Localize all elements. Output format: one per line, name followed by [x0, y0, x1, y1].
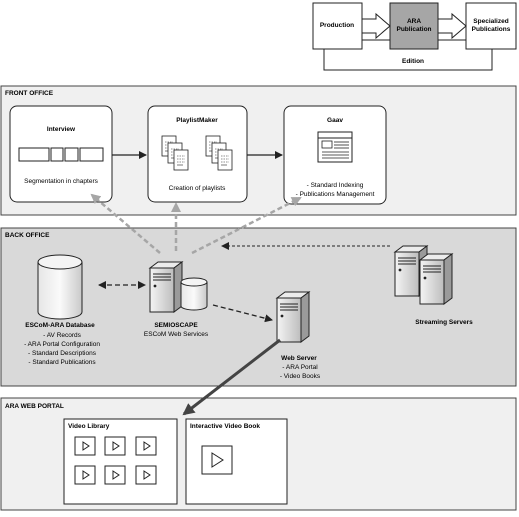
video-tile [74, 436, 96, 456]
semioscape-server-icon [149, 261, 208, 313]
video-library-title: Video Library [68, 423, 110, 430]
specialized-label-1: Specialized [473, 18, 508, 25]
front-office-title: FRONT OFFICE [5, 90, 54, 97]
publication-to-specialized-arrow [437, 12, 467, 40]
playlistmaker-title: PlaylistMaker [176, 117, 218, 124]
publication-label-2: Publication [396, 26, 431, 33]
video-library-box[interactable] [63, 418, 178, 505]
database-line-1: - AV Records [43, 332, 82, 339]
webserver-line-1: - ARA Portal [282, 364, 318, 371]
playlistmaker-box [147, 105, 248, 203]
webserver-line-2: - Video Books [280, 373, 321, 380]
specialized-box [465, 2, 517, 50]
gaav-line-2: - Publications Management [296, 191, 375, 198]
database-line-3: - Standard Descriptions [28, 350, 97, 357]
segment-bars [18, 147, 104, 162]
video-tile [74, 465, 96, 485]
database-title: ESCoM-ARA Database [25, 322, 95, 329]
interview-caption: Segmentation in chapters [24, 178, 98, 185]
web-portal-section: ARA WEB PORTAL Video Library Interactive… [0, 397, 517, 511]
service-arrows [90, 193, 302, 255]
interactive-book-title: Interactive Video Book [190, 423, 260, 430]
semioscape-title: SEMIOSCAPE [154, 322, 198, 329]
video-tile [104, 465, 126, 485]
interview-title: Interview [47, 126, 76, 133]
front-office-section: FRONT OFFICE Interview Segmentation in c… [0, 85, 517, 216]
webserver-to-portal-arrow [182, 338, 281, 416]
web-portal-title: ARA WEB PORTAL [5, 403, 64, 410]
video-tile [135, 465, 157, 485]
streaming-title: Streaming Servers [415, 319, 473, 326]
publication-label-1: ARA [407, 18, 421, 25]
production-to-publication-arrow [361, 12, 391, 40]
web-server-icon [276, 291, 310, 343]
webserver-title: Web Server [281, 355, 317, 362]
publication-flow: Edition Production ARA Publication Speci… [312, 2, 517, 71]
back-office-title: BACK OFFICE [5, 232, 50, 239]
edition-label: Edition [402, 58, 424, 65]
specialized-label-2: Publications [472, 26, 511, 33]
video-tile [104, 436, 126, 456]
semioscape-subtitle: ESCoM Web Services [144, 331, 209, 338]
database-line-2: - ARA Portal Configuration [24, 341, 100, 348]
interactive-book-box[interactable] [185, 418, 288, 505]
gaav-form-icon [317, 131, 353, 163]
production-box [312, 2, 363, 50]
production-label: Production [320, 22, 354, 29]
gaav-line-1: - Standard Indexing [307, 182, 364, 189]
publication-box [389, 2, 439, 50]
database-icon [37, 254, 83, 320]
play-icon[interactable] [201, 445, 233, 475]
streaming-servers-icon [394, 245, 453, 305]
gaav-title: Gaav [327, 117, 343, 124]
video-tile [135, 436, 157, 456]
database-line-4: - Standard Publications [28, 359, 96, 366]
playlistmaker-caption: Creation of playlists [169, 185, 226, 192]
back-office-section: BACK OFFICE ESCoM-ARA Database - AV Reco… [0, 227, 517, 387]
semioscape-to-webserver-arrow [212, 304, 273, 323]
